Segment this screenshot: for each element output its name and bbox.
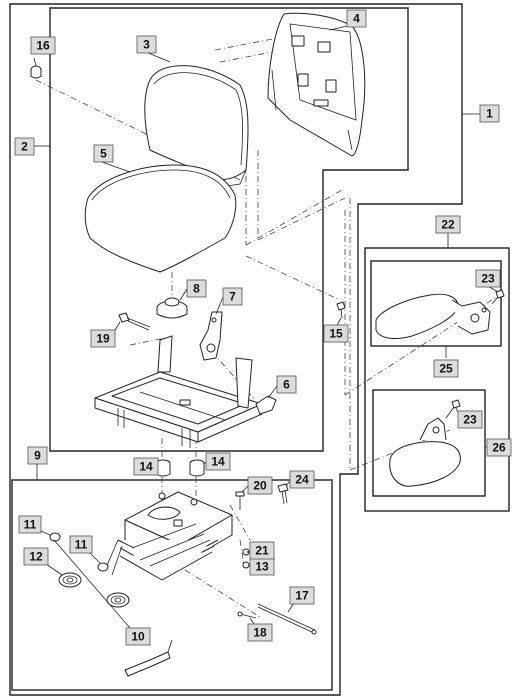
svg-text:1: 1 <box>486 107 493 121</box>
svg-text:25: 25 <box>439 362 453 376</box>
callout-7: 7 <box>222 287 243 306</box>
bracket-part-7 <box>199 311 223 361</box>
screw-part-23-upper <box>491 289 505 305</box>
seat-assembly-outline-1 <box>9 3 463 696</box>
armrest-left-frame-26 <box>372 389 486 497</box>
svg-text:26: 26 <box>492 441 506 455</box>
cap-part-11-right <box>97 562 109 572</box>
callout-14-left: 14 <box>133 457 159 476</box>
handle-part-10 <box>124 639 173 677</box>
callout-4: 4 <box>346 9 367 28</box>
callout-25: 25 <box>433 359 459 378</box>
svg-text:14: 14 <box>211 455 225 469</box>
spring-part-12-right <box>106 592 130 608</box>
screw-part-23-lower <box>445 399 461 419</box>
armrest-right-part-25 <box>375 293 491 339</box>
bolt-part-19 <box>118 312 151 331</box>
svg-text:3: 3 <box>143 38 150 52</box>
callout-17: 17 <box>289 586 315 605</box>
callout-6: 6 <box>276 375 297 394</box>
suspension-assembly <box>104 491 233 581</box>
svg-text:23: 23 <box>463 413 477 427</box>
seat-frame <box>94 335 263 448</box>
svg-text:11: 11 <box>75 538 88 552</box>
rod-part-17 <box>257 603 317 635</box>
callout-19: 19 <box>90 329 116 348</box>
callout-2: 2 <box>14 137 35 156</box>
callout-22: 22 <box>435 215 461 234</box>
callout-13: 13 <box>249 557 275 576</box>
callout-1: 1 <box>479 104 500 123</box>
svg-text:23: 23 <box>481 272 495 286</box>
seat-back-shell-part-4 <box>267 12 366 157</box>
armrest-group-frame-22 <box>364 247 510 512</box>
svg-text:20: 20 <box>253 479 267 493</box>
callout-3: 3 <box>136 35 157 54</box>
svg-text:13: 13 <box>255 560 269 574</box>
spring-part-12-left <box>58 572 82 588</box>
seat-switch-part-8 <box>156 297 188 319</box>
svg-text:18: 18 <box>253 626 267 640</box>
armrest-right-frame-25 <box>370 260 502 347</box>
cap-part-11-left <box>49 532 61 542</box>
callout-23-upper: 23 <box>475 269 501 288</box>
svg-text:8: 8 <box>193 282 200 296</box>
armrest-left-part-26 <box>389 417 461 487</box>
svg-text:6: 6 <box>283 378 290 392</box>
svg-text:22: 22 <box>441 218 455 232</box>
callout-20: 20 <box>247 476 273 495</box>
callout-11-right: 11 <box>69 535 93 554</box>
svg-text:4: 4 <box>353 12 360 26</box>
callout-10: 10 <box>125 627 151 646</box>
callout-12: 12 <box>23 547 49 566</box>
svg-text:10: 10 <box>131 630 145 644</box>
bolt-part-20 <box>235 491 245 510</box>
svg-text:12: 12 <box>29 550 43 564</box>
knob-part-6 <box>255 395 277 415</box>
seat-cushion-part-5 <box>84 164 237 273</box>
screw-part-15 <box>336 301 346 319</box>
seat-subassembly-frame-2 <box>49 7 409 452</box>
clip-part-18 <box>237 611 257 619</box>
callout-5: 5 <box>93 144 114 163</box>
svg-text:15: 15 <box>329 327 343 341</box>
seat-back-cushion-part-3 <box>144 65 249 189</box>
callout-26: 26 <box>486 438 512 457</box>
svg-text:24: 24 <box>295 473 309 487</box>
svg-text:14: 14 <box>139 460 153 474</box>
svg-text:7: 7 <box>229 290 236 304</box>
svg-text:16: 16 <box>36 39 50 53</box>
callout-9: 9 <box>27 446 48 465</box>
plug-part-16 <box>30 65 42 79</box>
svg-text:21: 21 <box>255 544 269 558</box>
callout-16: 16 <box>30 36 56 55</box>
callout-14-right: 14 <box>205 452 231 471</box>
callout-11-left: 11 <box>18 515 42 534</box>
bumper-part-14-right <box>189 459 205 477</box>
svg-text:19: 19 <box>96 332 110 346</box>
callout-23-lower: 23 <box>457 410 483 429</box>
suspension-group-frame-9 <box>11 479 333 691</box>
svg-text:17: 17 <box>295 589 309 603</box>
nut-part-13 <box>242 561 250 569</box>
callout-21: 21 <box>249 541 275 560</box>
callout-15: 15 <box>323 324 349 343</box>
svg-text:11: 11 <box>24 518 37 532</box>
svg-text:9: 9 <box>34 449 41 463</box>
callout-18: 18 <box>247 623 273 642</box>
bolt-part-24 <box>277 483 289 505</box>
svg-text:5: 5 <box>100 147 107 161</box>
callout-8: 8 <box>186 279 207 298</box>
callout-24: 24 <box>289 470 315 489</box>
svg-text:2: 2 <box>21 140 28 154</box>
